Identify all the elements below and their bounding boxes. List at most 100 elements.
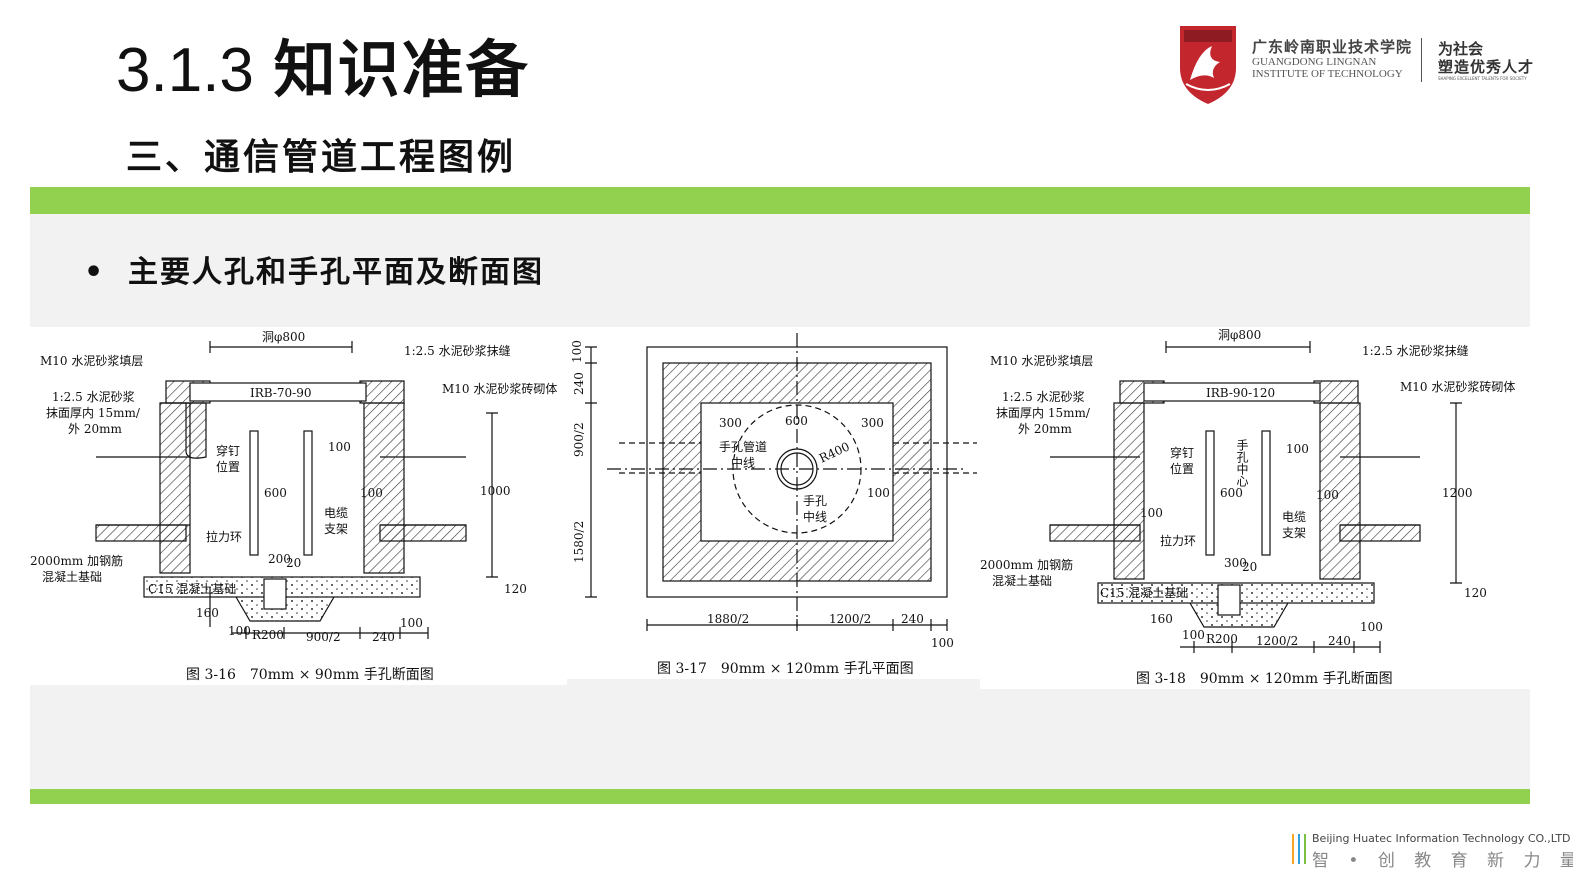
f16-ring: 拉力环 (206, 529, 242, 544)
f18-caption: 图 3-18 90mm × 120mm 手孔断面图 (1136, 671, 1393, 687)
school-name-cn: 广东岭南职业技术学院 (1252, 38, 1413, 56)
f18-cable-1: 电缆 (1282, 510, 1306, 524)
title-number: 3.1.3 (116, 36, 254, 105)
f17-d300a: 300 (719, 416, 742, 430)
f18-d100b: 100 (1316, 488, 1339, 502)
f16-d240: 240 (372, 630, 395, 644)
f16-d120: 120 (504, 582, 527, 596)
f16-d900: 900/2 (306, 630, 341, 644)
f17-pipe-2: 中线 (731, 455, 755, 470)
f17-caption: 图 3-17 90mm × 120mm 手孔平面图 (657, 661, 914, 677)
f16-d100d: 100 (400, 616, 423, 630)
school-slogan-en: SHAPING EXCELLENT TALENTS FOR SOCIETY (1438, 76, 1527, 81)
f16-plaster-1: 1:2.5 水泥砂浆 (52, 389, 135, 404)
f16-rebar-1: 2000mm 加钢筋 (30, 553, 123, 568)
crest-icon (1180, 26, 1236, 104)
f16-cover: IRB-70-90 (250, 386, 311, 400)
logo-divider (1421, 38, 1422, 82)
f17-d100b: 100 (867, 486, 890, 500)
f18-plaster-3: 外 20mm (1018, 422, 1072, 436)
f18-hole-center: 手孔中心 (1235, 439, 1249, 487)
bullet-mark: • (84, 255, 104, 290)
f16-d20: 20 (286, 556, 301, 570)
f18-d100c: 100 (1182, 628, 1205, 642)
footer-bar (1304, 834, 1306, 864)
f17-d1880: 1880/2 (707, 612, 749, 626)
figure-3-17: 100 240 900/2 1580/2 300 600 300 手孔管道 中线… (567, 327, 980, 679)
f16-caption: 图 3-16 70mm × 90mm 手孔断面图 (186, 667, 434, 683)
f16-d600: 600 (264, 486, 287, 500)
f16-joint: 1:2.5 水泥砂浆抹缝 (404, 343, 511, 358)
f16-plaster-2: 抹面厚内 15mm/ (46, 406, 141, 420)
f16-rebar-2: 混凝土基础 (42, 569, 102, 584)
footer-brand: Beijing Huatec Information Technology CO… (1290, 830, 1573, 871)
f18-m10-brick: M10 水泥砂浆砖砌体 (1400, 379, 1515, 394)
f16-d100b: 100 (360, 486, 383, 500)
green-band-top (30, 187, 1530, 214)
footer-bar (1292, 834, 1294, 864)
f16-d100a: 100 (328, 440, 351, 454)
green-band-bottom (30, 789, 1530, 804)
f17-d1200: 1200/2 (829, 612, 871, 626)
f18-cable-2: 支架 (1282, 526, 1306, 540)
title-text: 知识准备 (273, 33, 530, 106)
school-name-en-2: INSTITUTE OF TECHNOLOGY (1252, 68, 1403, 80)
f17-center-2: 中线 (803, 509, 827, 524)
figure-3-16: 洞φ800 M10 水泥砂浆填层 1:2.5 水泥砂浆抹缝 M10 水泥砂浆砖砌… (30, 327, 567, 685)
f18-ring: 拉力环 (1160, 533, 1196, 548)
f18-joint: 1:2.5 水泥砂浆抹缝 (1362, 343, 1469, 358)
f18-d120: 120 (1464, 586, 1487, 600)
f16-m10-fill: M10 水泥砂浆填层 (40, 353, 143, 368)
f17-center-1: 手孔 (803, 494, 827, 508)
f17-d240b: 240 (901, 612, 924, 626)
f18-d300: 300 (1224, 556, 1247, 570)
f18-plaster-1: 1:2.5 水泥砂浆 (1002, 389, 1085, 404)
f18-rebar-2: 混凝土基础 (992, 573, 1052, 588)
f16-d100c: 100 (228, 624, 251, 638)
school-logo: 广东岭南职业技术学院 GUANGDONG LINGNAN INSTITUTE O… (1176, 22, 1536, 106)
f18-plaster-2: 抹面厚内 15mm/ (996, 406, 1091, 420)
bullet-text: 主要人孔和手孔平面及断面图 (128, 255, 544, 290)
footer-bar (1298, 834, 1300, 864)
page-title: 3.1.3 知识准备 (116, 30, 530, 111)
f18-d20: 20 (1242, 560, 1257, 574)
f18-nail-2: 位置 (1170, 461, 1194, 476)
f16-cable-1: 电缆 (324, 506, 348, 520)
f18-r200: R200 (1206, 632, 1238, 646)
f16-hole: 洞φ800 (262, 330, 305, 344)
f18-d600: 600 (1220, 486, 1243, 500)
f18-base: C15 混凝土基础 (1100, 585, 1188, 600)
f16-nail-2: 位置 (216, 459, 240, 474)
school-slogan-1: 为社会 (1438, 40, 1484, 58)
f16-base: C15 混凝土基础 (148, 581, 236, 596)
f16-cable-2: 支架 (324, 522, 348, 536)
f18-hole: 洞φ800 (1218, 328, 1261, 342)
f16-plaster-3: 外 20mm (68, 422, 122, 436)
f16-d160: 160 (196, 606, 219, 620)
f18-d160: 160 (1150, 612, 1173, 626)
f17-d240: 240 (572, 372, 586, 395)
f18-d240: 240 (1328, 634, 1351, 648)
f17-d300b: 300 (861, 416, 884, 430)
f16-nail-1: 穿钉 (216, 443, 240, 458)
f17-d100c: 100 (931, 636, 954, 650)
footer-slogan: 智 • 创 教 育 新 力 量 (1312, 851, 1573, 871)
f17-d600: 600 (785, 414, 808, 428)
f17-pipe-1: 手孔管道 (719, 439, 767, 454)
f18-d100a: 100 (1286, 442, 1309, 456)
f18-rebar-1: 2000mm 加钢筋 (980, 557, 1073, 572)
f16-m10-brick: M10 水泥砂浆砖砌体 (442, 381, 557, 396)
f18-d1200b: 1200/2 (1256, 634, 1298, 648)
f18-nail-1: 穿钉 (1170, 445, 1194, 460)
footer-company: Beijing Huatec Information Technology CO… (1312, 832, 1571, 845)
f18-m10-fill: M10 水泥砂浆填层 (990, 353, 1093, 368)
f18-d100d: 100 (1360, 620, 1383, 634)
f18-d100e: 100 (1140, 506, 1163, 520)
f17-d900: 900/2 (572, 422, 586, 457)
f16-d200: 200 (268, 552, 291, 566)
page-subtitle: 三、通信管道工程图例 (126, 137, 517, 178)
f17-d1580: 1580/2 (572, 521, 586, 563)
f16-d1000: 1000 (480, 484, 511, 498)
f18-cover: IRB-90-120 (1206, 386, 1275, 400)
f18-d1200: 1200 (1442, 486, 1473, 500)
